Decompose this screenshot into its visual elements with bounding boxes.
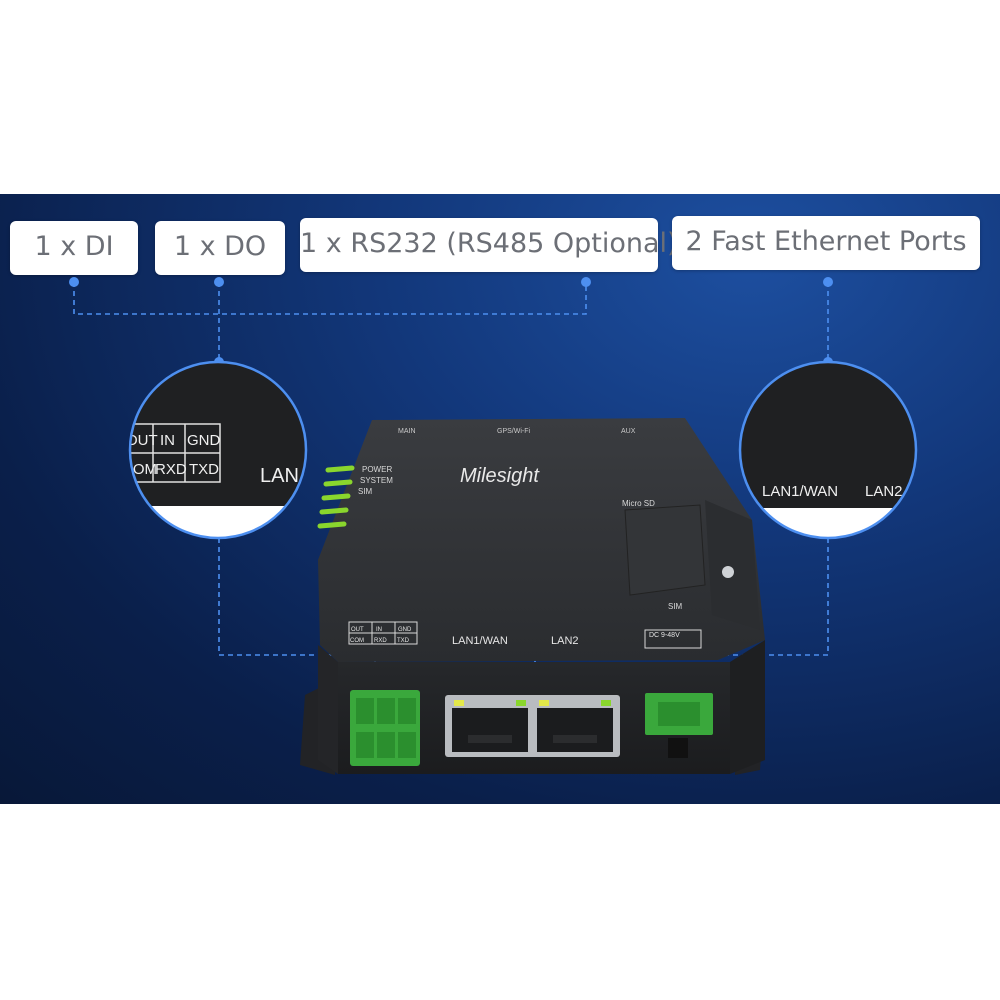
antenna-aux-label: AUX <box>621 428 636 435</box>
zoom-terminal-rxd: RXD <box>155 461 187 478</box>
front-lan1-label: LAN1/WAN <box>452 635 508 647</box>
dc-input-label: DC 9-48V <box>649 632 680 639</box>
callout-di: 1 x DI <box>10 221 138 275</box>
front-lan2-label: LAN2 <box>551 635 579 647</box>
antenna-gps-label: GPS/Wi-Fi <box>497 428 530 435</box>
zoom-lan1-label: LAN1/WAN <box>762 483 838 500</box>
antenna-main-label: MAIN <box>398 428 416 435</box>
led-power-label: POWER <box>362 465 392 474</box>
micro-sd-label: Micro SD <box>622 499 655 508</box>
callout-do: 1 x DO <box>155 221 285 275</box>
zoom-lan-partial: LAN <box>260 465 299 487</box>
zoom-circle-terminal: OUT IN GND COM RXD TXD LAN <box>122 362 306 538</box>
zoom-terminal-txd: TXD <box>189 461 219 478</box>
zoom-circle-ethernet: LAN1/WAN LAN2 <box>740 362 916 538</box>
device-brand-logo: Milesight <box>460 465 540 487</box>
front-terminal-rxd: RXD <box>374 638 387 644</box>
zoom-terminal-out: OUT <box>126 432 158 449</box>
zoom-terminal-in: IN <box>160 432 175 449</box>
callout-rs232: 1 x RS232 (RS485 Optional) <box>300 218 678 272</box>
front-terminal-in: IN <box>376 627 382 633</box>
sim-slot-label: SIM <box>668 602 683 611</box>
front-terminal-txd: TXD <box>397 638 410 644</box>
front-terminal-gnd: GND <box>398 627 412 633</box>
front-terminal-com: COM <box>350 638 364 644</box>
led-system-label: SYSTEM <box>360 476 393 485</box>
callout-ethernet: 2 Fast Ethernet Ports <box>672 216 980 270</box>
zoom-lan2-label: LAN2 <box>865 483 903 500</box>
front-terminal-out: OUT <box>351 627 364 633</box>
led-indicators <box>317 465 355 529</box>
zoom-terminal-gnd: GND <box>187 432 221 449</box>
zoom-terminal-com: COM <box>122 461 157 478</box>
router-device <box>300 418 765 775</box>
led-sim-label: SIM <box>358 487 373 496</box>
